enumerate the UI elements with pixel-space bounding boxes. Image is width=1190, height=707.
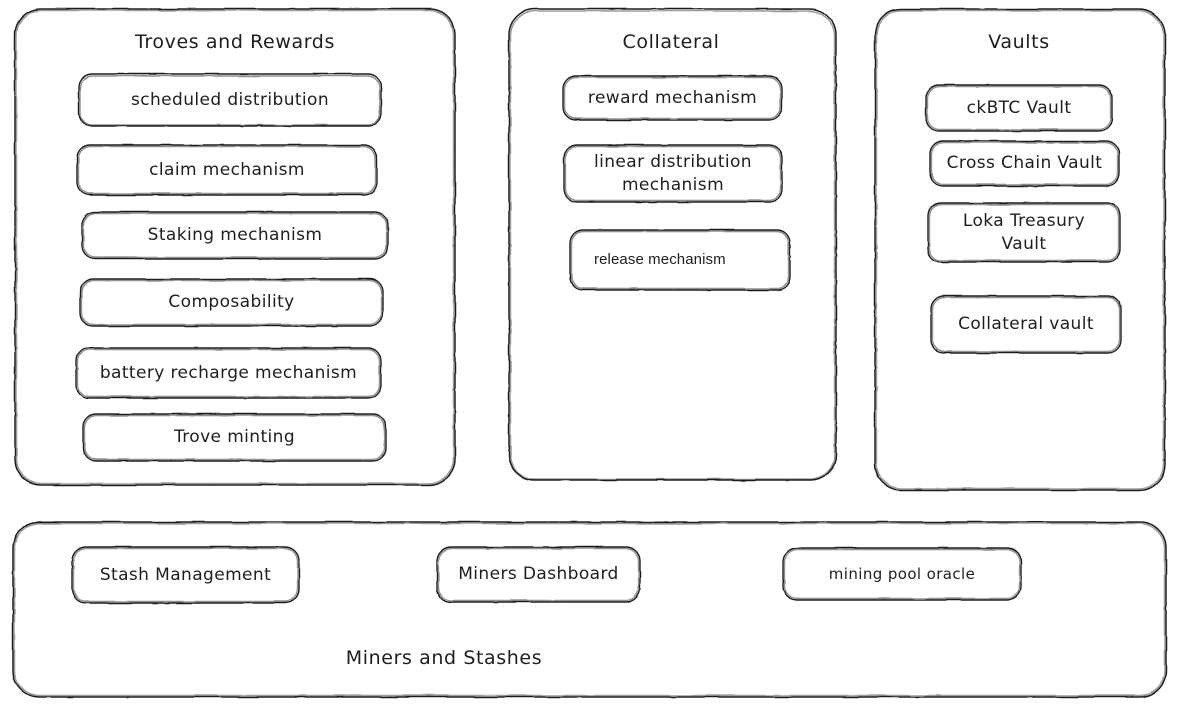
panel-title-vaults: Vaults — [988, 31, 1050, 53]
node-linear-distribution-mechanism[interactable]: linear distribution mechanism — [594, 151, 752, 195]
node-battery-recharge-mechanism[interactable]: battery recharge mechanism — [99, 362, 358, 383]
node-trove-minting[interactable]: Trove minting — [173, 427, 296, 448]
node-claim-mechanism[interactable]: claim mechanism — [149, 159, 305, 180]
panel-title-troves-and-rewards: Troves and Rewards — [135, 31, 335, 53]
node-release-mechanism[interactable]: release mechanism — [594, 250, 726, 268]
node-staking-mechanism[interactable]: Staking mechanism — [147, 225, 323, 246]
node-reward-mechanism[interactable]: reward mechanism — [587, 87, 758, 108]
node-miners-dashboard[interactable]: Miners Dashboard — [458, 564, 619, 585]
node-cross-chain-vault[interactable]: Cross Chain Vault — [946, 153, 1103, 174]
node-loka-treasury-vault[interactable]: Loka Treasury Vault — [962, 210, 1086, 254]
node-collateral-vault[interactable]: Collateral vault — [958, 314, 1094, 335]
node-composability[interactable]: Composability — [168, 292, 295, 313]
panel-title-miners-and-stashes: Miners and Stashes — [345, 647, 543, 669]
node-ckbtc-vault[interactable]: ckBTC Vault — [966, 97, 1072, 118]
node-stash-management[interactable]: Stash Management — [99, 564, 272, 585]
panel-title-collateral: Collateral — [622, 31, 720, 53]
node-mining-pool-oracle[interactable]: mining pool oracle — [828, 564, 976, 583]
node-scheduled-distribution[interactable]: scheduled distribution — [130, 89, 330, 110]
